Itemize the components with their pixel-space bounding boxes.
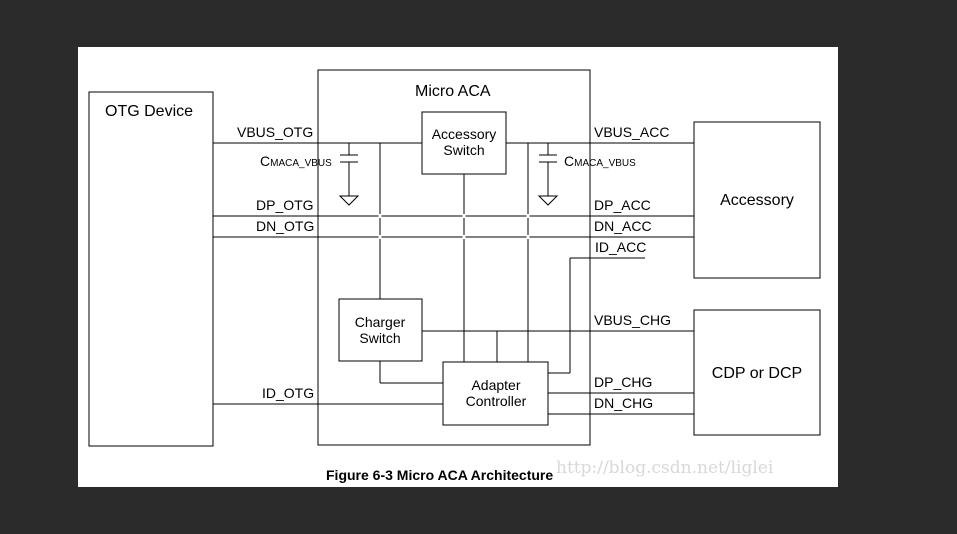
accessory-label: Accessory <box>720 192 794 209</box>
watermark: http://blog.csdn.net/liglei <box>556 458 774 478</box>
cdp-dcp-label: CDP or DCP <box>712 365 802 382</box>
micro-aca-label: Micro ACA <box>415 83 491 100</box>
cap-right-label: CMACA_VBUS <box>564 153 636 169</box>
otg-device-label: OTG Device <box>105 103 193 120</box>
dn-acc-label: DN_ACC <box>594 218 652 234</box>
accessory-switch-label-2: Switch <box>443 142 484 158</box>
id-acc-label: ID_ACC <box>595 239 646 255</box>
vbus-chg-label: VBUS_CHG <box>594 312 671 328</box>
accessory-block <box>693 121 821 279</box>
accessory-switch-block <box>421 111 507 175</box>
charger-switch-block <box>338 298 423 362</box>
dn-chg-label: DN_CHG <box>594 395 653 411</box>
cap-left-label: CMACA_VBUS <box>260 153 332 169</box>
adapter-controller-label-2: Controller <box>466 393 527 409</box>
dp-acc-label: DP_ACC <box>594 197 651 213</box>
adapter-controller-block <box>442 361 549 426</box>
charger-switch-label-2: Switch <box>359 330 400 346</box>
id-otg-label: ID_OTG <box>262 385 314 401</box>
dn-otg-label: DN_OTG <box>256 218 314 234</box>
cdp-dcp-block <box>693 309 821 436</box>
vbus-otg-label: VBUS_OTG <box>237 124 313 140</box>
capacitor-right <box>537 143 559 206</box>
figure-caption: Figure 6-3 Micro ACA Architecture <box>326 467 553 483</box>
dp-otg-label: DP_OTG <box>256 197 314 213</box>
vbus-acc-label: VBUS_ACC <box>594 124 669 140</box>
dp-chg-label: DP_CHG <box>594 374 652 390</box>
accessory-switch-label-1: Accessory <box>432 126 497 142</box>
otg-device-block <box>88 91 214 447</box>
capacitor-left <box>338 143 360 206</box>
charger-switch-label-1: Charger <box>355 314 406 330</box>
adapter-controller-label-1: Adapter <box>471 377 520 393</box>
